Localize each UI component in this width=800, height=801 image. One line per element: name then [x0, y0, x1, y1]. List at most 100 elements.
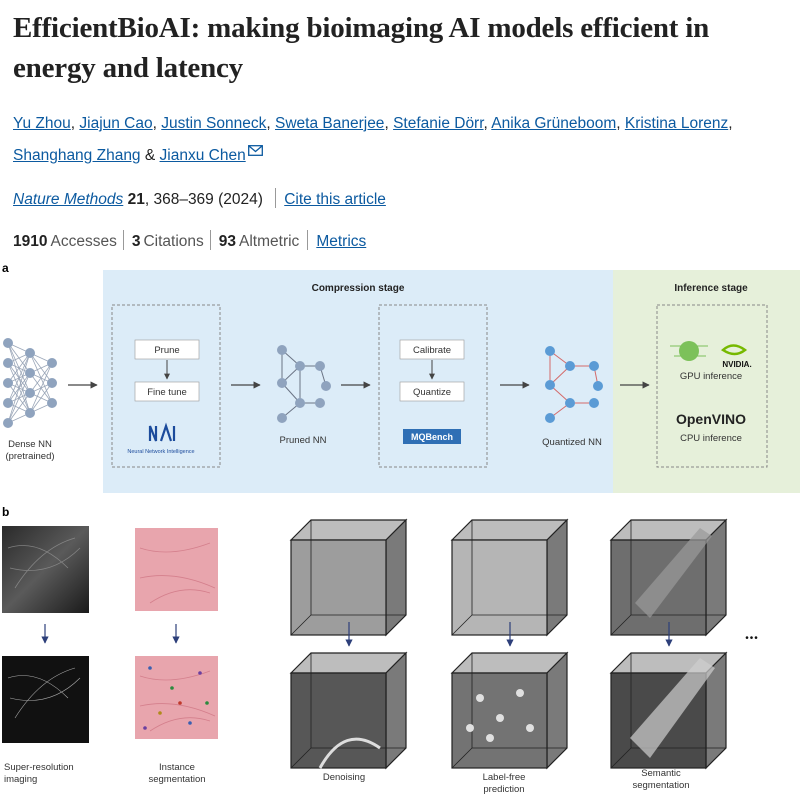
dense-nn-graph — [3, 338, 57, 428]
author-link[interactable]: Justin Sonneck — [161, 115, 267, 132]
nvidia-logo-text: NVIDIA. — [722, 360, 751, 369]
task-label: Semantic — [641, 768, 681, 779]
dense-nn-label: Dense NN — [8, 439, 52, 450]
denoising-cube-front — [290, 672, 387, 769]
nn-node — [25, 408, 35, 418]
mail-icon[interactable] — [247, 145, 263, 156]
task-label: imaging — [4, 774, 37, 785]
semantic-cube-edge — [610, 614, 632, 636]
label-free-cube-side — [546, 518, 568, 637]
pages-year: , 368–369 (2024) — [144, 191, 263, 208]
cell-blob — [476, 694, 484, 702]
prune-step — [134, 339, 200, 360]
task-label: segmentation — [632, 780, 689, 791]
compression-stage-bg — [103, 270, 613, 493]
author-list: Yu Zhou, Jiajun Cao, Justin Sonneck, Swe… — [13, 115, 733, 164]
quantized-nn-graph — [545, 346, 603, 423]
quantize-step — [399, 381, 465, 402]
denoising-cube-edge — [290, 747, 312, 769]
and-separator: & — [144, 147, 156, 164]
label-free-cube-edge — [451, 747, 473, 769]
task-label: segmentation — [148, 774, 205, 785]
inference-group-box — [656, 304, 768, 468]
journal-line: Nature Methods 21, 368–369 (2024) Cite t… — [13, 188, 386, 211]
mqbench-logo-text: MQBench — [411, 432, 453, 442]
nn-node — [25, 348, 35, 358]
cell-blob — [496, 714, 504, 722]
nn-node — [47, 358, 57, 368]
panel-label: b — [2, 505, 9, 519]
divider — [122, 230, 124, 250]
metrics-link[interactable]: Metrics — [316, 233, 367, 250]
nni-logo: Neural Network Intelligence — [127, 422, 195, 455]
quantized-nn-label: Quantized NN — [542, 437, 602, 448]
citations-label: Citations — [143, 233, 204, 250]
nni-logo-text: Neural Network Intelligence — [127, 449, 194, 455]
nn-node — [3, 338, 13, 348]
instance-segmentation-images — [135, 528, 218, 739]
nn-node — [47, 378, 57, 388]
prune-label: Prune — [154, 345, 179, 356]
journal-link[interactable]: Nature Methods — [13, 191, 124, 208]
cell-blob — [516, 689, 524, 697]
cell-blob — [486, 734, 494, 742]
article-title: EfficientBioAI: making bioimaging AI mod… — [13, 12, 710, 84]
nn-node — [25, 368, 35, 378]
denoising-cube-side — [385, 518, 407, 637]
nvidia-icon — [720, 344, 748, 356]
volume: 21 — [127, 191, 145, 208]
cell-blob — [526, 724, 534, 732]
panel-label: a — [2, 261, 9, 275]
cite-link[interactable]: Cite this article — [284, 191, 386, 208]
author-link[interactable]: Anika Grüneboom — [491, 115, 617, 132]
quantize-label: Quantize — [413, 387, 451, 398]
divider — [307, 230, 309, 250]
author-link[interactable]: Kristina Lorenz — [624, 115, 729, 132]
volume-task-cubes — [289, 518, 728, 770]
task-label: Instance — [159, 762, 195, 773]
pruned-nn-graph — [277, 345, 331, 423]
task-label: Super-resolution — [4, 762, 74, 773]
calibrate-label: Calibrate — [413, 345, 451, 356]
altmetric-label: Altmetric — [239, 233, 300, 250]
gpu-inference-label: GPU inference — [680, 371, 742, 382]
nn-node — [3, 378, 13, 388]
calibrate-step — [399, 339, 465, 360]
compression-stage-label: Compression stage — [312, 283, 405, 294]
author-link[interactable]: Yu Zhou — [13, 115, 71, 132]
denoising-cube-side — [385, 651, 407, 770]
super-resolution-images — [2, 526, 89, 743]
label-free-cube-edge — [451, 614, 473, 636]
accesses-label: Accesses — [50, 233, 117, 250]
nn-node — [3, 398, 13, 408]
openvino-logo: OpenVINO — [676, 411, 746, 427]
author-link[interactable]: Stefanie Dörr — [393, 115, 484, 132]
dense-nn-label: (pretrained) — [5, 451, 54, 462]
nn-node — [47, 398, 57, 408]
task-label: prediction — [483, 784, 524, 795]
fine-tune-label: Fine tune — [147, 387, 187, 398]
author-link[interactable]: Jiajun Cao — [79, 115, 153, 132]
divider — [275, 188, 277, 208]
semantic-cube-edge — [610, 747, 632, 769]
author-link[interactable]: Sweta Banerjee — [275, 115, 385, 132]
pruned-nn-label: Pruned NN — [280, 435, 327, 446]
segmentation-structure — [635, 528, 712, 618]
nn-node — [3, 418, 13, 428]
segmentation-structure — [630, 658, 715, 758]
fine-tune-step — [134, 381, 200, 402]
author-link[interactable]: Shanghang Zhang — [13, 147, 141, 164]
accesses-count: 1910 — [13, 233, 48, 250]
cpu-inference-label: CPU inference — [680, 433, 742, 444]
task-label: Label-free — [483, 772, 526, 783]
author-link[interactable]: Jianxu Chen — [159, 147, 246, 164]
nn-node — [3, 358, 13, 368]
cell-blob — [466, 724, 474, 732]
mqbench-logo: MQBench — [403, 429, 461, 444]
label-free-cube-side — [546, 651, 568, 770]
divider — [209, 230, 211, 250]
citations-count: 3 — [131, 233, 141, 250]
denoise-structure — [318, 737, 381, 769]
nn-node — [25, 388, 35, 398]
